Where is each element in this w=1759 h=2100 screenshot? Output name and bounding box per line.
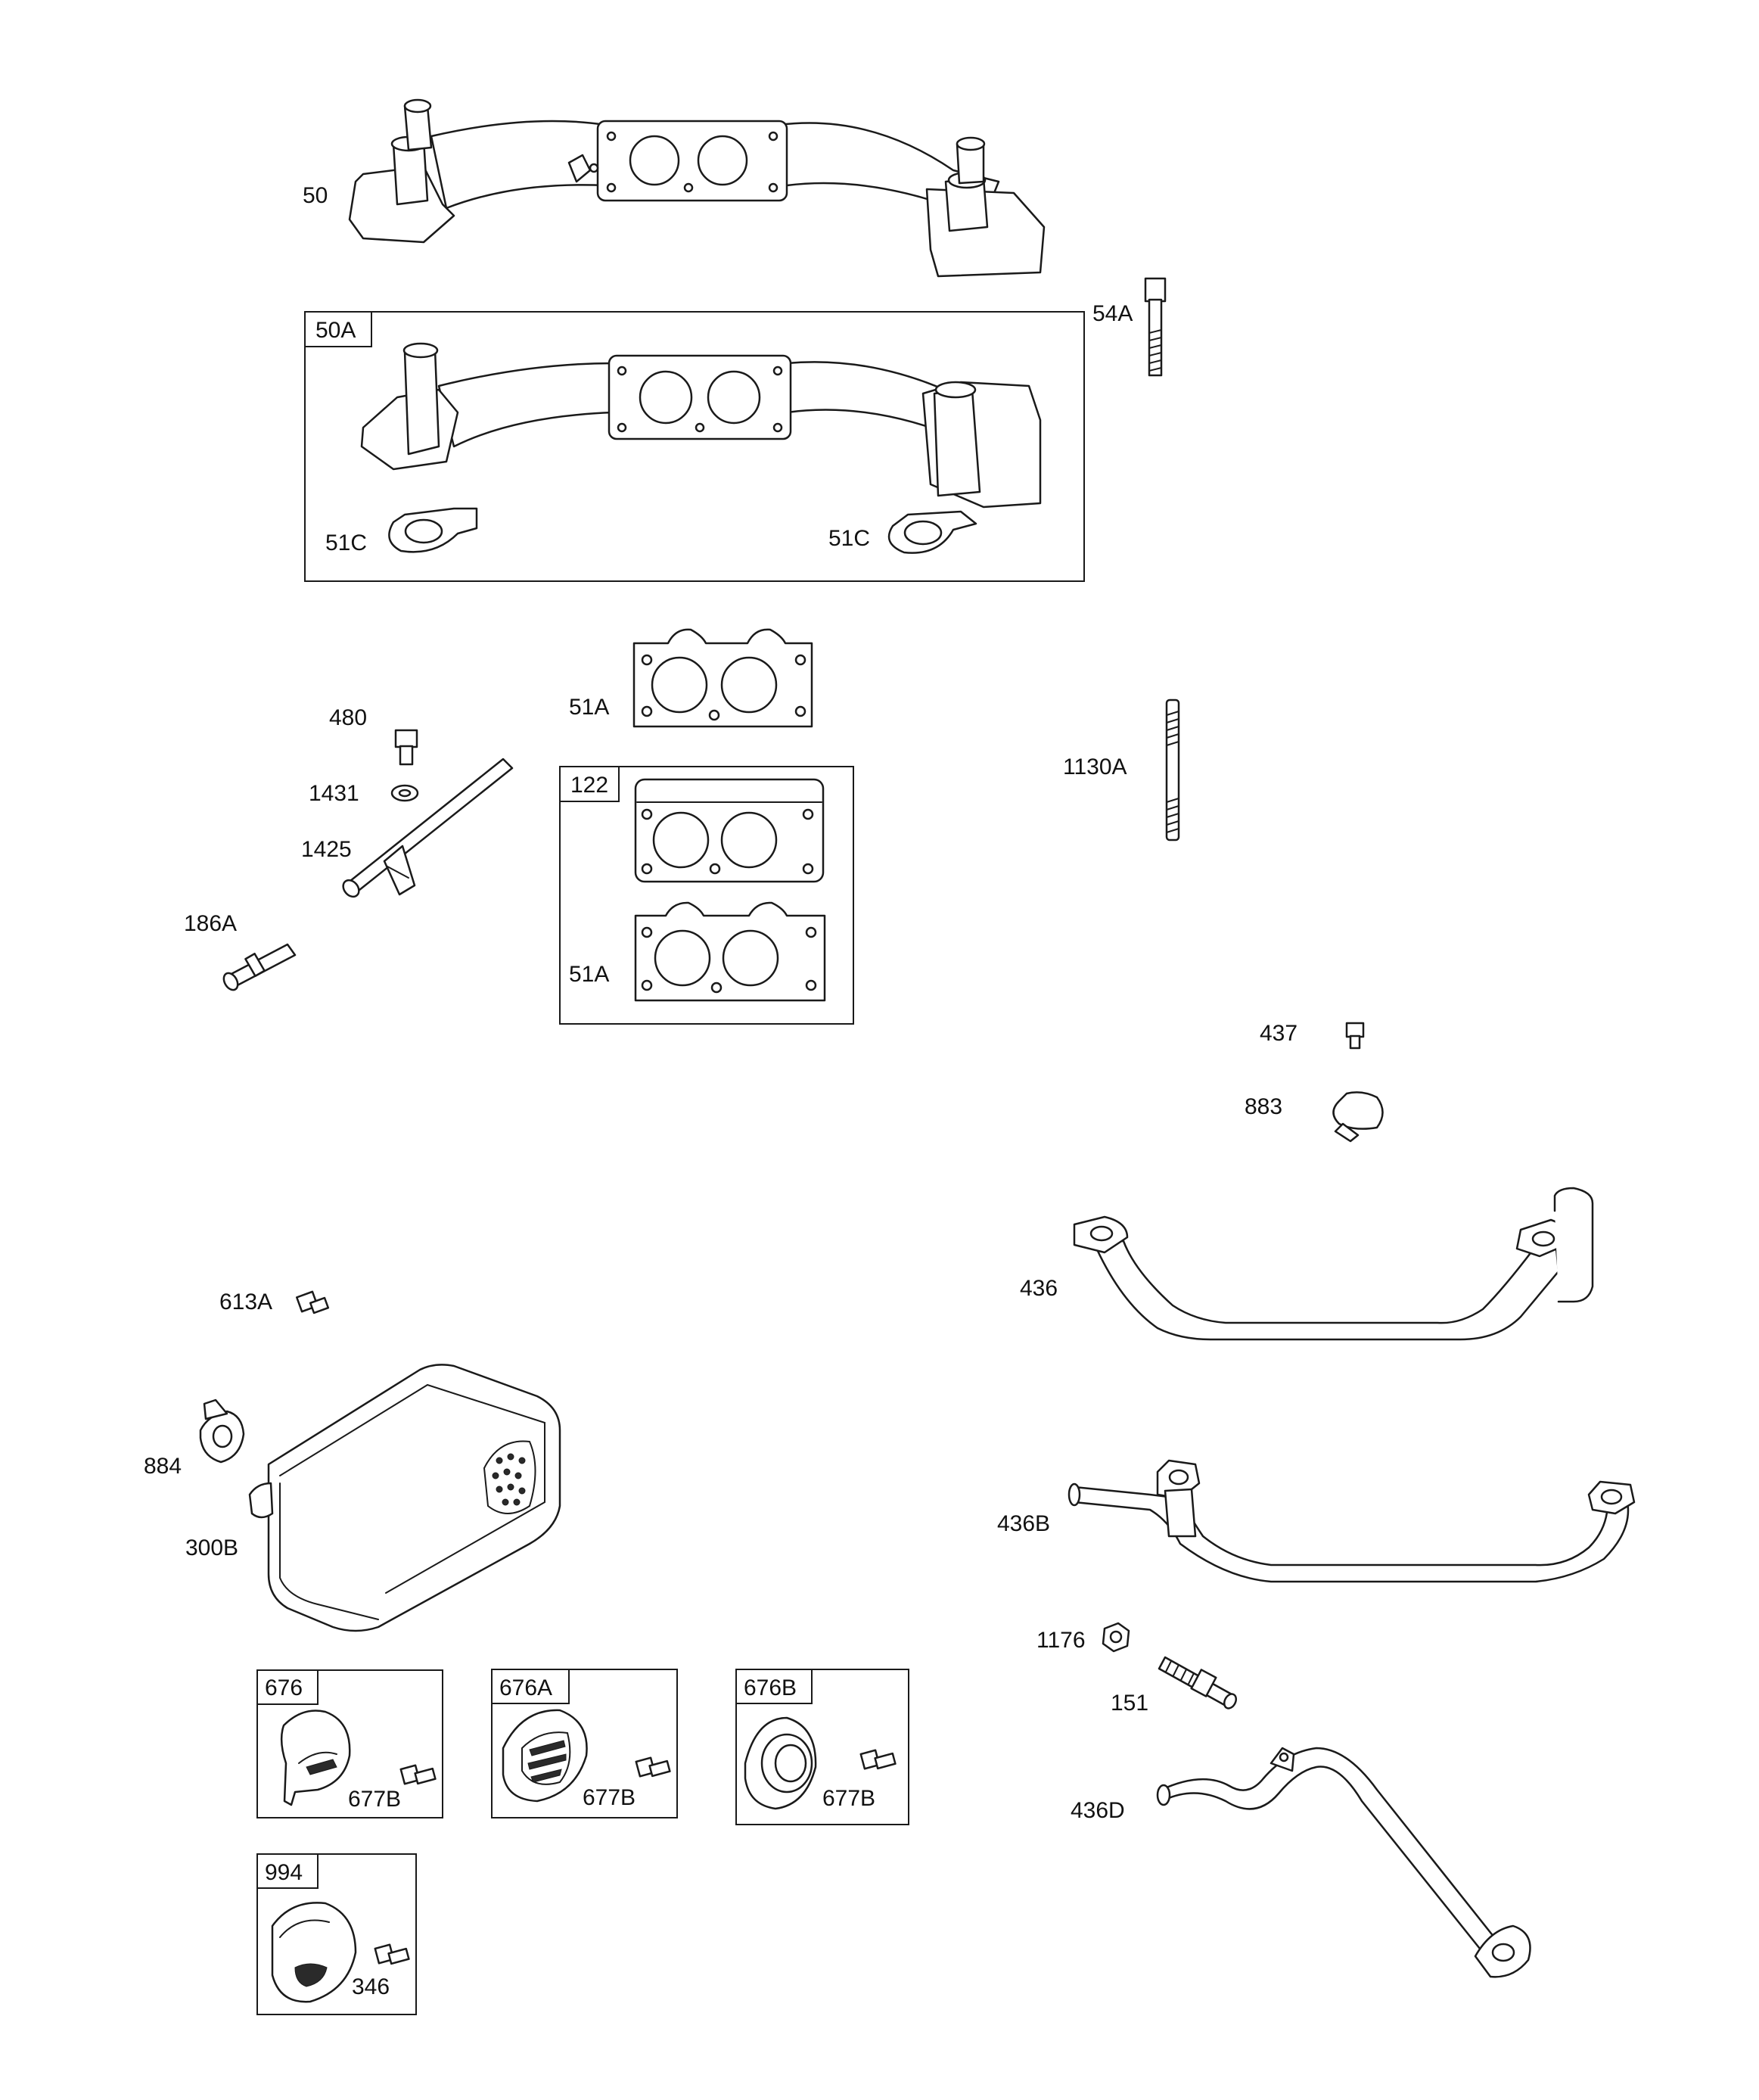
part-994-tag-box xyxy=(256,1853,319,1889)
part-613A-screw[interactable] xyxy=(295,1290,330,1314)
part-label-54A: 54A xyxy=(1092,301,1133,326)
part-label-437: 437 xyxy=(1260,1021,1297,1046)
part-480-bolt[interactable] xyxy=(394,729,418,766)
part-label-677B-a: 677B xyxy=(348,1787,401,1812)
part-54A-bolt[interactable] xyxy=(1144,277,1167,377)
part-122-tag-box xyxy=(559,766,620,802)
part-label-51C-right: 51C xyxy=(828,526,870,551)
part-676-tag-box xyxy=(256,1669,319,1705)
part-label-50A: 50A xyxy=(315,318,356,343)
part-label-676: 676 xyxy=(265,1675,303,1700)
part-994-group-frame xyxy=(256,1853,417,2015)
part-1431-washer[interactable] xyxy=(390,784,419,802)
part-label-480: 480 xyxy=(329,705,367,730)
part-label-1130A: 1130A xyxy=(1063,754,1127,779)
part-50A-tag-box xyxy=(304,311,372,347)
part-1176-nut[interactable] xyxy=(1102,1622,1130,1653)
part-label-346: 346 xyxy=(352,1974,390,1999)
part-label-677B-b: 677B xyxy=(583,1785,636,1810)
part-label-677B-c: 677B xyxy=(822,1786,875,1811)
part-label-994: 994 xyxy=(265,1860,303,1885)
part-label-884: 884 xyxy=(144,1454,182,1479)
part-677B-screw-a[interactable] xyxy=(399,1764,437,1785)
part-label-613A: 613A xyxy=(219,1290,272,1314)
part-50-exhaust-manifold[interactable] xyxy=(348,98,1046,278)
part-676B-tag-box xyxy=(735,1669,813,1704)
part-51C-gasket-left[interactable] xyxy=(388,507,478,553)
part-label-300B: 300B xyxy=(185,1535,238,1560)
part-676A-group-frame xyxy=(491,1669,678,1818)
part-883-clip[interactable] xyxy=(1332,1091,1384,1143)
part-436-exhaust-pipe[interactable] xyxy=(1073,1187,1594,1341)
part-51A-gasket[interactable] xyxy=(632,628,813,728)
part-676B-group-frame xyxy=(735,1669,909,1825)
part-151-fitting[interactable] xyxy=(1158,1656,1238,1710)
part-676A-spark-arrestor[interactable] xyxy=(502,1709,588,1803)
part-label-51A-top: 51A xyxy=(569,695,609,720)
part-676-group-frame xyxy=(256,1669,443,1818)
part-label-1425: 1425 xyxy=(301,837,352,862)
part-677B-screw-b[interactable] xyxy=(635,1756,671,1778)
part-label-51A-inner: 51A xyxy=(569,962,609,987)
part-label-122: 122 xyxy=(570,773,608,798)
part-186A-fitting[interactable] xyxy=(221,943,297,992)
part-51A-gasket-in-122[interactable] xyxy=(634,901,826,1002)
part-label-51C-left: 51C xyxy=(325,530,367,555)
part-label-151: 151 xyxy=(1111,1691,1148,1716)
part-1130A-stud[interactable] xyxy=(1165,698,1180,842)
part-300B-muffler[interactable] xyxy=(248,1364,561,1632)
part-label-436B: 436B xyxy=(997,1511,1050,1536)
part-884-clamp[interactable] xyxy=(199,1398,245,1464)
part-label-676A: 676A xyxy=(499,1675,552,1700)
part-label-186A: 186A xyxy=(184,911,237,936)
part-676B-spark-arrestor[interactable] xyxy=(744,1716,817,1810)
part-label-676B: 676B xyxy=(744,1675,797,1700)
part-436B-exhaust-pipe[interactable] xyxy=(1068,1459,1636,1583)
part-label-1431: 1431 xyxy=(309,781,359,806)
part-label-436: 436 xyxy=(1020,1276,1058,1301)
part-436D-exhaust-pipe[interactable] xyxy=(1156,1747,1531,1978)
part-50A-group-frame xyxy=(304,311,1085,582)
part-50A-exhaust-manifold[interactable] xyxy=(360,342,1042,509)
part-994-spark-arrestor[interactable] xyxy=(271,1902,357,2003)
part-676A-tag-box xyxy=(491,1669,570,1704)
part-677B-screw-c[interactable] xyxy=(859,1749,897,1770)
part-label-436D: 436D xyxy=(1071,1798,1125,1823)
part-label-1176: 1176 xyxy=(1036,1628,1086,1653)
part-51C-gasket-right[interactable] xyxy=(887,510,977,554)
part-1425-tube[interactable] xyxy=(340,758,514,900)
part-437-screw[interactable] xyxy=(1345,1022,1365,1050)
part-122-group-frame xyxy=(559,766,854,1025)
part-346-screw[interactable] xyxy=(374,1943,410,1965)
part-122-gasket[interactable] xyxy=(634,778,825,883)
part-676-spark-arrestor[interactable] xyxy=(280,1710,351,1806)
part-label-50: 50 xyxy=(303,183,328,208)
part-label-883: 883 xyxy=(1245,1094,1282,1119)
